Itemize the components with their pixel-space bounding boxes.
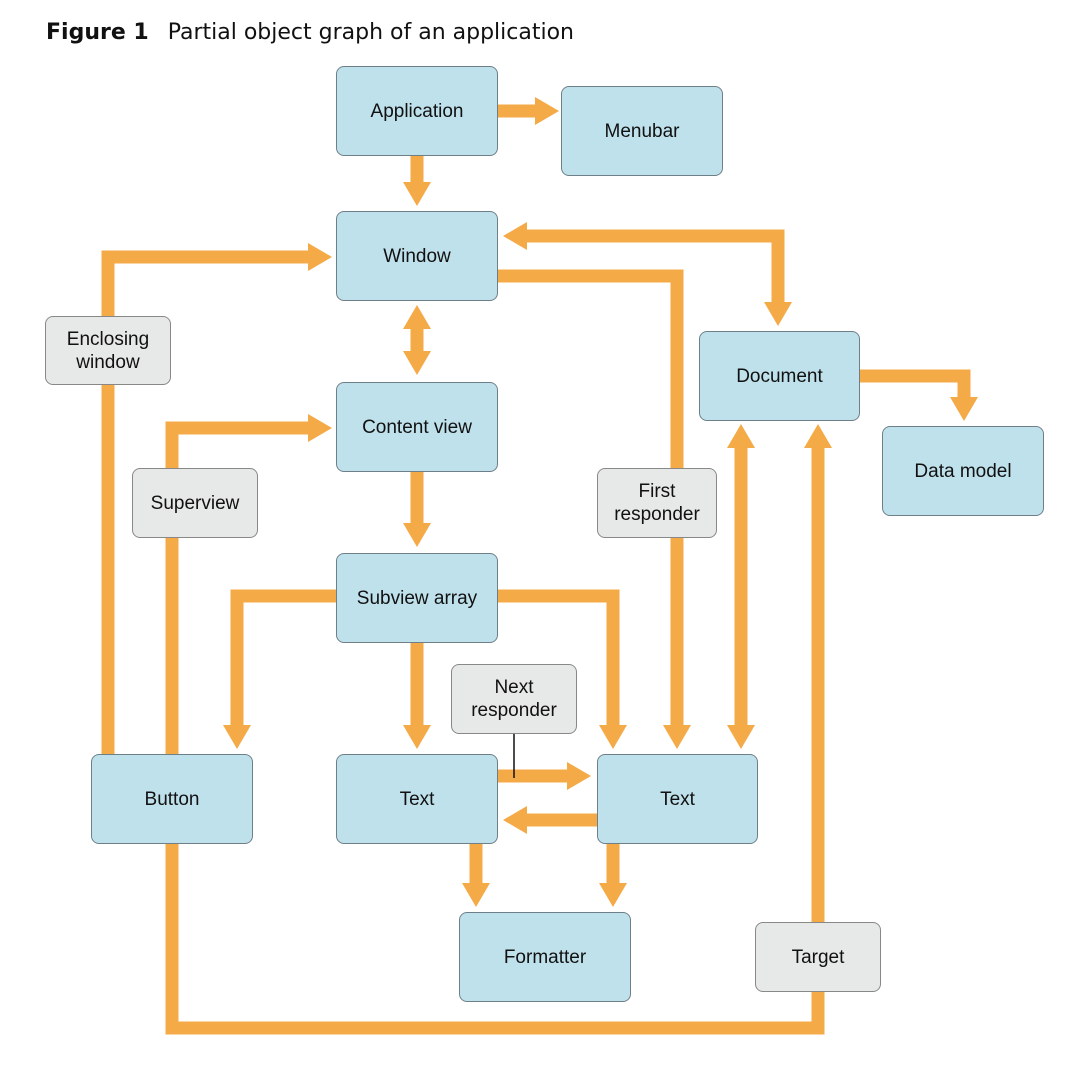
connector-document-to-data-model: [860, 369, 978, 421]
connector-subview-array-to-text-right: [498, 589, 627, 749]
first-responder-label: First responder: [597, 468, 717, 538]
connector-window-document: [503, 222, 792, 326]
button-node: Button: [91, 754, 253, 844]
data-model-node: Data model: [882, 426, 1044, 516]
connector-button-to-window-enclosing: [101, 243, 332, 754]
connector-button-to-content-view-superview: [165, 414, 332, 754]
connector-subview-array-to-button: [223, 589, 336, 749]
text-right-node: Text: [597, 754, 758, 844]
window-node: Window: [336, 211, 498, 301]
document-node: Document: [699, 331, 860, 421]
enclosing-window-label: Enclosing window: [45, 316, 171, 385]
application-node: Application: [336, 66, 498, 156]
connector-button-to-document-target: [165, 424, 832, 1035]
connector-window-to-text-first-responder: [498, 269, 691, 749]
superview-label: Superview: [132, 468, 258, 538]
figure-title: Figure 1 Partial object graph of an appl…: [46, 20, 574, 45]
figure-label: Figure 1: [46, 20, 149, 45]
subview-array-node: Subview array: [336, 553, 498, 643]
menubar-node: Menubar: [561, 86, 723, 176]
formatter-node: Formatter: [459, 912, 631, 1002]
target-label: Target: [755, 922, 881, 992]
content-view-node: Content view: [336, 382, 498, 472]
text-left-node: Text: [336, 754, 498, 844]
figure-caption: Partial object graph of an application: [167, 20, 574, 45]
next-responder-label: Next responder: [451, 664, 577, 734]
